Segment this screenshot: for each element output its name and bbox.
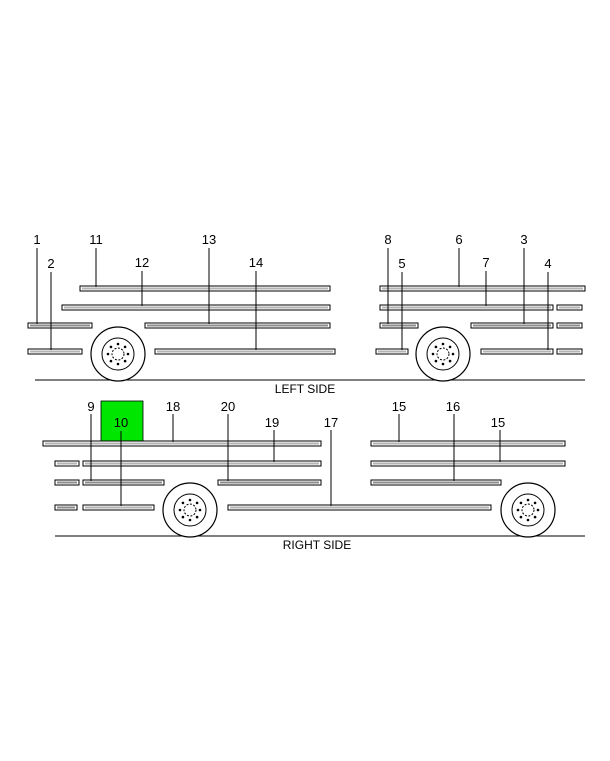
lug-nut [181,501,185,505]
lug-nut [195,501,199,505]
callout-3[interactable]: 3 [520,232,527,247]
lug-nut [116,362,120,366]
callout-labels: 1 2 11 12 13 14 8 5 6 7 3 4 [33,232,551,271]
callout-4[interactable]: 4 [544,256,551,271]
tape-stripe [82,460,322,467]
lug-nut [126,352,130,356]
tape-stripe [480,348,554,355]
lug-nut [109,359,113,363]
lug-nut [448,359,452,363]
lug-nut [536,508,540,512]
lug-nut [448,345,452,349]
callout-9[interactable]: 9 [87,399,94,414]
lug-nut [533,515,537,519]
tape-stripe [54,460,80,467]
lug-nut [178,508,182,512]
tape-stripe [556,322,583,329]
right-side-view: 9 10 18 20 19 17 15 16 15 RIGHT SIDE [42,399,585,552]
callout-20[interactable]: 20 [221,399,235,414]
callout-10[interactable]: 10 [114,415,128,430]
tape-stripe [27,348,83,355]
lug-nut [431,352,435,356]
lug-nut [519,501,523,505]
callout-16[interactable]: 16 [446,399,460,414]
lug-nut [451,352,455,356]
tape-stripe [61,304,331,311]
lug-nut [441,342,445,346]
lug-nut [195,515,199,519]
wheel [415,326,471,382]
tape-stripe [370,479,502,486]
lug-nut [526,518,530,522]
wheel [500,482,556,538]
callout-7[interactable]: 7 [482,255,489,270]
tape-stripe [379,322,419,329]
leader-lines [36,248,549,350]
callout-5[interactable]: 5 [398,256,405,271]
tape-stripe [42,440,322,447]
lug-nut [123,345,127,349]
wheel [90,326,146,382]
tape-stripe [54,479,80,486]
callout-14[interactable]: 14 [249,255,263,270]
tape-stripe [370,440,566,447]
lug-nut [109,345,113,349]
callout-15[interactable]: 15 [392,399,406,414]
wheel [162,482,218,538]
lug-nut [434,359,438,363]
tape-stripe [556,304,583,311]
lug-nut [533,501,537,505]
tape-stripe [470,322,554,329]
leader-lines [90,414,501,506]
lug-nut [434,345,438,349]
callout-13[interactable]: 13 [202,232,216,247]
lug-nut [188,518,192,522]
tape-stripe [379,304,554,311]
lug-nut [116,342,120,346]
right-side-title: RIGHT SIDE [283,538,351,552]
tape-stripe [82,479,165,486]
callout-labels: 9 10 18 20 19 17 15 16 15 [87,399,505,430]
callout-18[interactable]: 18 [166,399,180,414]
callout-17[interactable]: 17 [324,415,338,430]
callout-6[interactable]: 6 [455,232,462,247]
tape-stripe [154,348,336,355]
lug-nut [106,352,110,356]
callout-1[interactable]: 1 [33,232,40,247]
callout-15[interactable]: 15 [491,415,505,430]
tape-stripe [227,504,492,511]
lug-nut [188,498,192,502]
tape-stripe [144,322,331,329]
callout-2[interactable]: 2 [47,256,54,271]
lug-nut [181,515,185,519]
lug-nut [441,362,445,366]
tape-stripe [370,460,566,467]
callout-12[interactable]: 12 [135,255,149,270]
tape-stripe [217,479,322,486]
lug-nut [519,515,523,519]
lug-nut [123,359,127,363]
lug-nut [526,498,530,502]
tape-stripe [79,285,331,292]
callout-11[interactable]: 11 [89,232,103,247]
lug-nut [198,508,202,512]
left-side-title: LEFT SIDE [275,382,335,396]
wheel-lugs [106,342,540,522]
lug-nut [516,508,520,512]
tape-stripe [556,348,583,355]
tape-stripe [54,504,78,511]
tape-stripe [375,348,409,355]
tape-stripe [379,285,586,292]
callout-10-highlight[interactable] [100,400,144,444]
tape-stripe [82,504,155,511]
tape-stripe [27,322,93,329]
callout-19[interactable]: 19 [265,415,279,430]
callout-8[interactable]: 8 [384,232,391,247]
left-side-view: 1 2 11 12 13 14 8 5 6 7 3 4 LEFT SIDE [27,232,586,396]
